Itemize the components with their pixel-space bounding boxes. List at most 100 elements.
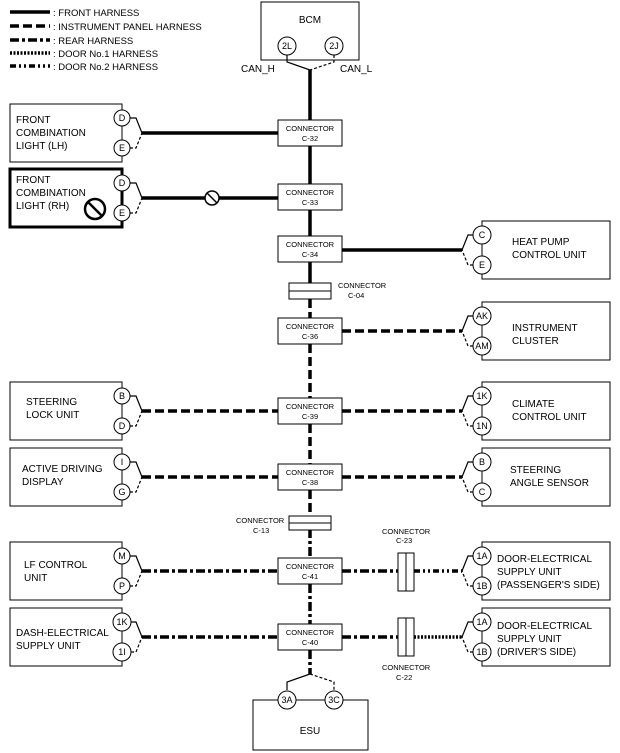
svg-text:UNIT: UNIT	[24, 573, 47, 584]
svg-text:(DRIVER'S SIDE): (DRIVER'S SIDE)	[497, 647, 576, 658]
svg-text:(PASSENGER'S SIDE): (PASSENGER'S SIDE)	[497, 580, 600, 591]
connector-c36: CONNECTOR C-36	[277, 317, 343, 345]
svg-text:I: I	[121, 457, 124, 467]
svg-text:SUPPLY UNIT: SUPPLY UNIT	[16, 641, 81, 652]
svg-text:COMBINATION: COMBINATION	[16, 188, 86, 199]
dash-electrical-supply-unit: DASH-ELECTRICAL SUPPLY UNIT 1K 1I	[9, 607, 278, 667]
svg-text:CONTROL UNIT: CONTROL UNIT	[512, 412, 587, 423]
can-h-label: CAN_H	[241, 64, 275, 75]
svg-text:C-04: C-04	[348, 291, 364, 300]
esu-pin-3c-label: 3C	[328, 695, 340, 705]
svg-text:SUPPLY UNIT: SUPPLY UNIT	[497, 567, 562, 578]
svg-text:STEERING: STEERING	[510, 465, 561, 476]
bcm-title: BCM	[299, 15, 321, 26]
connector-c23: CONNECTOR C-23	[382, 527, 431, 592]
esu-pin-3a-label: 3A	[281, 695, 292, 705]
esu-title: ESU	[300, 726, 321, 737]
instrument-cluster: INSTRUMENT CLUSTER AK AM	[342, 301, 611, 361]
not-used-icon	[204, 190, 220, 206]
esu-unit: 3A 3C ESU	[252, 673, 369, 751]
heat-pump-control-unit: HEAT PUMP CONTROL UNIT C E	[342, 220, 611, 280]
svg-text:LIGHT (RH): LIGHT (RH)	[16, 201, 69, 212]
svg-text:COMBINATION: COMBINATION	[16, 128, 86, 139]
steering-lock-unit: STEERING LOCK UNIT B D	[9, 381, 278, 441]
svg-text:C-23: C-23	[396, 536, 412, 545]
active-driving-display: ACTIVE DRIVING DISPLAY I G	[9, 447, 278, 507]
climate-control-unit: CLIMATE CONTROL UNIT 1K 1N	[342, 381, 611, 441]
door-electrical-supply-unit-passenger: DOOR-ELECTRICAL SUPPLY UNIT (PASSENGER'S…	[342, 541, 611, 601]
connector-c22: CONNECTOR C-22	[382, 617, 431, 682]
connector-c04: CONNECTOR C-04	[288, 281, 387, 300]
svg-text:CONNECTOR: CONNECTOR	[286, 562, 335, 571]
bcm-pin-2l-label: 2L	[282, 41, 292, 51]
steering-angle-sensor: STEERING ANGLE SENSOR B C	[342, 447, 611, 507]
svg-text:FRONT: FRONT	[16, 175, 50, 186]
svg-text:LIGHT (LH): LIGHT (LH)	[16, 141, 68, 152]
svg-text:1A: 1A	[476, 617, 487, 627]
svg-text:AK: AK	[476, 311, 488, 321]
svg-text:CONNECTOR: CONNECTOR	[286, 240, 335, 249]
svg-text:C: C	[479, 230, 486, 240]
svg-text:DASH-ELECTRICAL: DASH-ELECTRICAL	[16, 628, 109, 639]
svg-text:LF CONTROL: LF CONTROL	[24, 560, 88, 571]
svg-text:E: E	[119, 143, 125, 153]
svg-text:HEAT PUMP: HEAT PUMP	[512, 237, 570, 248]
connector-c33: CONNECTOR C-33	[277, 183, 343, 211]
svg-text:B: B	[479, 457, 485, 467]
svg-text:CLIMATE: CLIMATE	[512, 399, 555, 410]
svg-text:CONTROL UNIT: CONTROL UNIT	[512, 250, 587, 261]
svg-text:CLUSTER: CLUSTER	[512, 336, 559, 347]
svg-text:1B: 1B	[476, 647, 487, 657]
bcm-pin-2j-label: 2J	[329, 41, 339, 51]
legend: : FRONT HARNESS : INSTRUMENT PANEL HARNE…	[10, 8, 202, 73]
legend-front-label: : FRONT HARNESS	[53, 8, 139, 19]
lf-control-unit: LF CONTROL UNIT M P	[9, 541, 278, 601]
legend-rear-label: : REAR HARNESS	[53, 36, 133, 47]
svg-text:1K: 1K	[116, 617, 127, 627]
svg-text:C-39: C-39	[302, 412, 318, 421]
door-electrical-supply-unit-driver: DOOR-ELECTRICAL SUPPLY UNIT (DRIVER'S SI…	[342, 607, 611, 667]
svg-text:CONNECTOR: CONNECTOR	[286, 124, 335, 133]
svg-text:C-41: C-41	[302, 572, 318, 581]
svg-text:DOOR-ELECTRICAL: DOOR-ELECTRICAL	[497, 554, 592, 565]
svg-text:G: G	[118, 487, 125, 497]
svg-text:CONNECTOR: CONNECTOR	[338, 281, 387, 290]
svg-text:STEERING: STEERING	[26, 397, 77, 408]
svg-text:FRONT: FRONT	[16, 115, 50, 126]
connector-c40: CONNECTOR C-40	[277, 623, 343, 651]
svg-text:LOCK UNIT: LOCK UNIT	[26, 410, 79, 421]
svg-text:ACTIVE DRIVING: ACTIVE DRIVING	[22, 464, 103, 475]
svg-text:CONNECTOR: CONNECTOR	[286, 188, 335, 197]
svg-text:D: D	[119, 113, 126, 123]
svg-text:1K: 1K	[476, 391, 487, 401]
legend-ip-label: : INSTRUMENT PANEL HARNESS	[53, 22, 202, 33]
front-combination-light-rh: FRONT COMBINATION LIGHT (RH) D E	[8, 167, 278, 229]
svg-text:CONNECTOR: CONNECTOR	[286, 322, 335, 331]
svg-text:E: E	[119, 208, 125, 218]
bcm-unit: BCM 2L 2J CAN_H CAN_L	[241, 1, 373, 75]
connector-c41: CONNECTOR C-41	[277, 557, 343, 585]
svg-text:CONNECTOR: CONNECTOR	[236, 516, 285, 525]
front-combination-light-lh: FRONT COMBINATION LIGHT (LH) D E	[9, 103, 278, 163]
svg-text:CONNECTOR: CONNECTOR	[382, 527, 431, 536]
svg-text:D: D	[119, 178, 126, 188]
svg-text:D: D	[119, 421, 126, 431]
svg-text:C-38: C-38	[302, 478, 318, 487]
svg-text:1B: 1B	[476, 581, 487, 591]
svg-text:CONNECTOR: CONNECTOR	[286, 468, 335, 477]
svg-text:1A: 1A	[476, 551, 487, 561]
prohibited-icon	[83, 197, 107, 221]
connector-c13: CONNECTOR C-13	[236, 515, 332, 535]
svg-text:CONNECTOR: CONNECTOR	[286, 628, 335, 637]
svg-text:AM: AM	[475, 341, 489, 351]
svg-text:E: E	[479, 260, 485, 270]
connector-c34: CONNECTOR C-34	[277, 235, 343, 263]
svg-text:ANGLE SENSOR: ANGLE SENSOR	[510, 478, 589, 489]
svg-text:C-34: C-34	[302, 250, 318, 259]
legend-door2-label: : DOOR No.2 HARNESS	[53, 62, 158, 73]
svg-text:C-13: C-13	[253, 526, 269, 535]
esu-box	[252, 699, 369, 751]
svg-text:INSTRUMENT: INSTRUMENT	[512, 323, 578, 334]
svg-text:C-32: C-32	[302, 134, 318, 143]
